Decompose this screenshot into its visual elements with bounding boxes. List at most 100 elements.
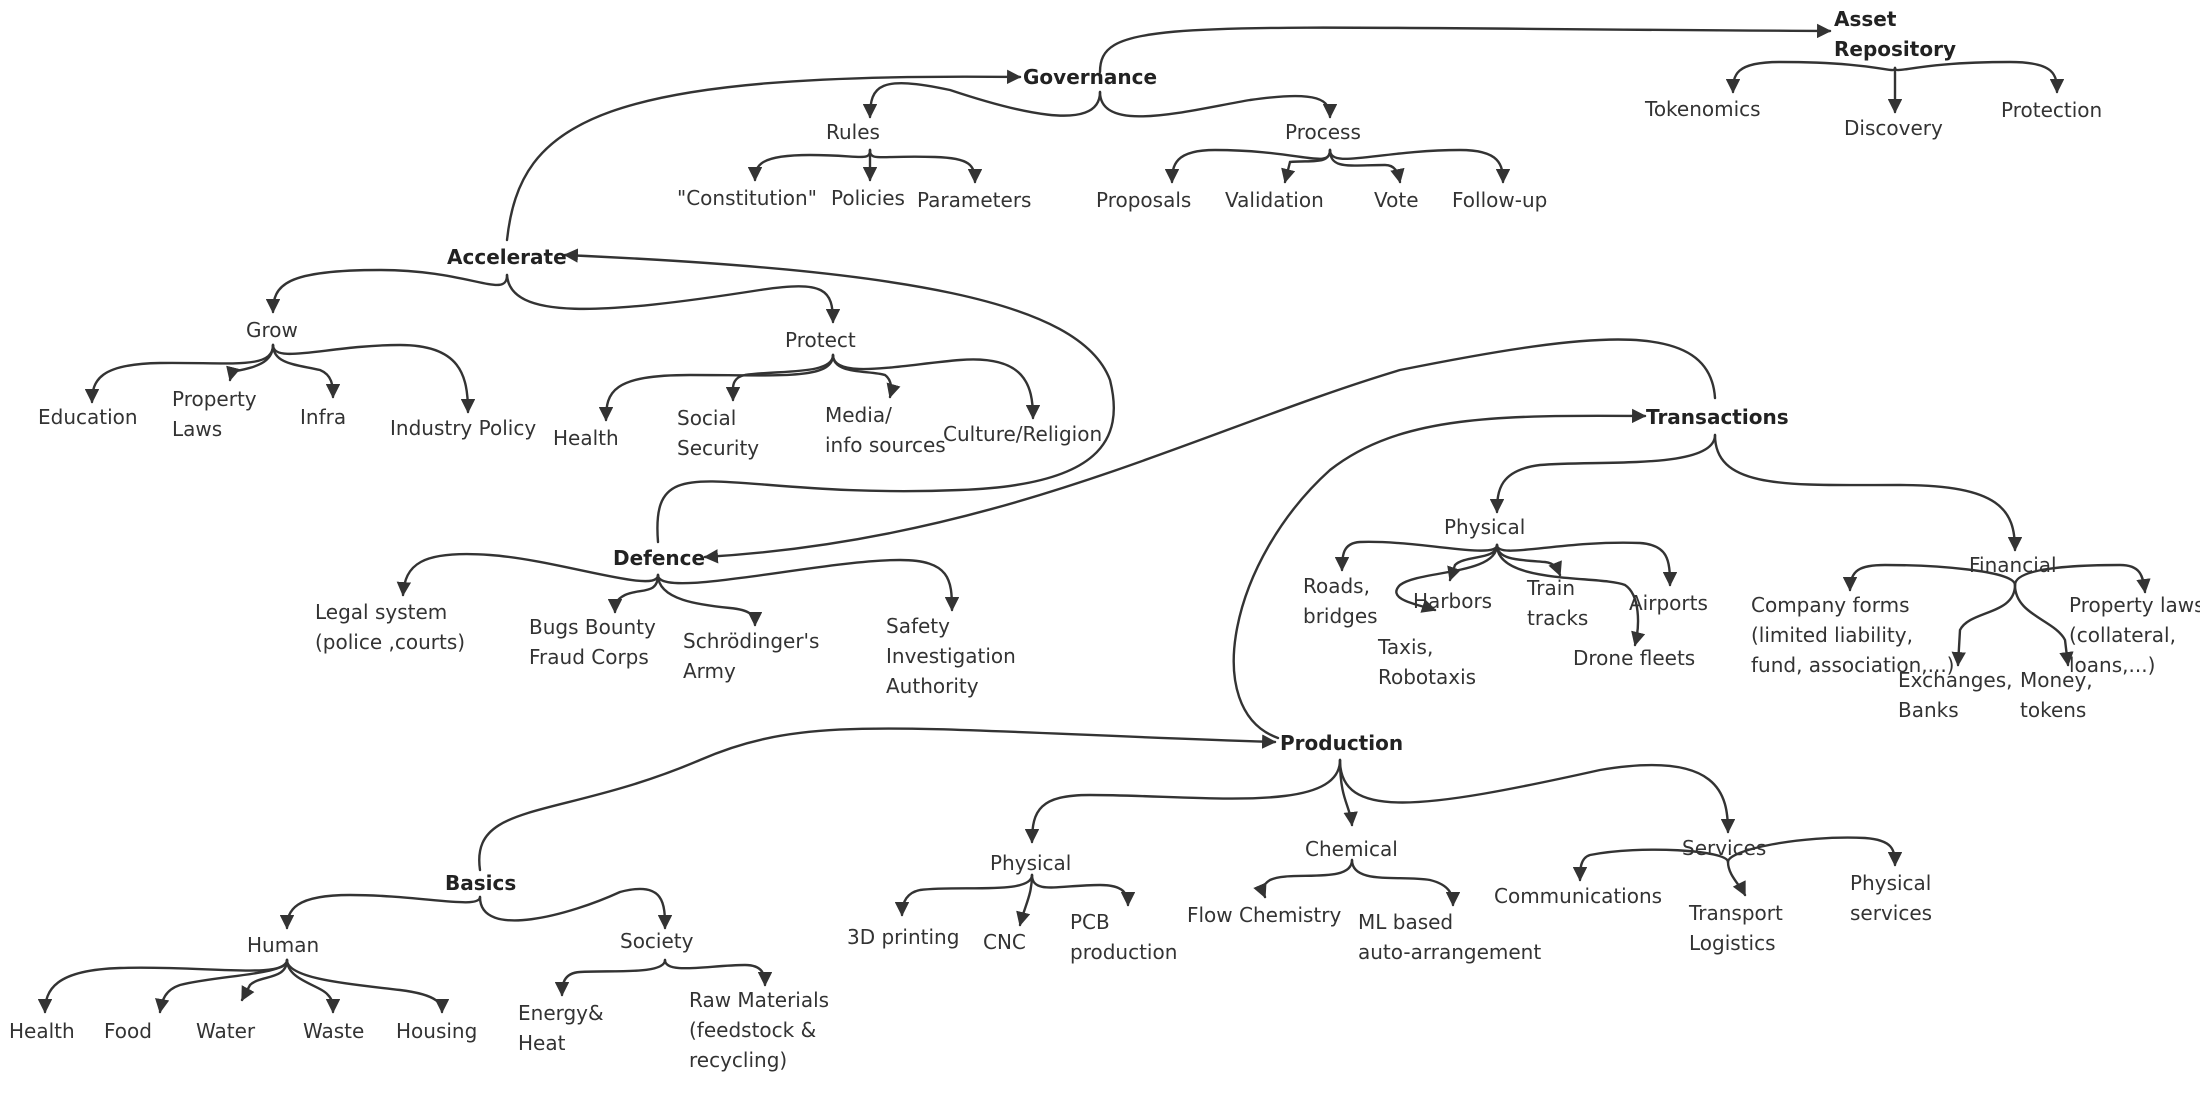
edge-physical-taxis xyxy=(1395,543,1499,613)
edge-human-housing xyxy=(285,958,450,1014)
edge-human-water xyxy=(240,958,289,1002)
node-governance: Governance xyxy=(1023,65,1158,89)
edge-services-physical-services xyxy=(1726,836,1903,867)
node-infra: Infra xyxy=(300,405,347,429)
edge-process-vote xyxy=(1328,148,1405,184)
node-health-protect: Health xyxy=(553,426,619,450)
edge-defence-accelerate xyxy=(563,248,1115,544)
node-services: Services xyxy=(1682,836,1767,860)
edge-defence-legal-system xyxy=(396,552,660,597)
node-property-laws-fin: Property laws (collateral, loans,...) xyxy=(2069,593,2200,677)
edge-chemical-ml xyxy=(1350,858,1461,907)
edge-defence-bugs-bounty xyxy=(607,573,660,614)
edge-production-services xyxy=(1338,758,1736,834)
edge-basics-human xyxy=(279,893,482,930)
node-accelerate: Accelerate xyxy=(447,245,567,269)
node-constitution: "Constitution" xyxy=(677,186,817,210)
node-cnc: CNC xyxy=(983,930,1026,954)
node-physical-services: Physical services xyxy=(1850,871,1933,925)
edge-protect-social-security xyxy=(725,353,835,402)
node-taxis: Taxis, Robotaxis xyxy=(1378,635,1477,689)
edge-rules-constitution xyxy=(747,148,872,182)
edge-human-waste xyxy=(285,958,341,1014)
edge-defence-safety xyxy=(656,558,960,612)
edge-production-transactions xyxy=(1232,408,1647,740)
node-3d-printing: 3D printing xyxy=(847,925,960,949)
node-asset-repository: Asset Repository xyxy=(1834,7,1956,61)
edge-chemical-flow xyxy=(1253,858,1354,899)
edge-grow-infra xyxy=(271,343,341,399)
node-tokenomics: Tokenomics xyxy=(1645,97,1761,121)
edge-accelerate-governance xyxy=(505,69,1022,242)
edge-physical-3d xyxy=(894,873,1034,917)
node-culture-religion: Culture/Religion xyxy=(943,422,1103,446)
node-flow-chemistry: Flow Chemistry xyxy=(1187,903,1342,927)
edge-financial-company-forms xyxy=(1842,563,2017,592)
node-education: Education xyxy=(38,405,138,429)
node-protect: Protect xyxy=(785,328,856,352)
edge-governance-process xyxy=(1098,90,1338,119)
node-basics: Basics xyxy=(445,871,517,895)
node-housing: Housing xyxy=(396,1019,478,1043)
edge-basics-production xyxy=(478,727,1277,872)
node-transactions: Transactions xyxy=(1646,405,1789,429)
node-exchanges-banks: Exchanges, Banks xyxy=(1898,668,2013,722)
node-train-tracks: Train tracks xyxy=(1527,576,1589,630)
edge-protect-health xyxy=(598,353,835,422)
edge-basics-society xyxy=(478,887,673,930)
edge-transactions-financial xyxy=(1713,433,2023,552)
node-legal-system: Legal system (police ,courts) xyxy=(315,600,466,654)
node-waste: Waste xyxy=(303,1019,365,1043)
edge-accelerate-protect xyxy=(505,273,841,324)
node-ml-based: ML based auto-arrangement xyxy=(1358,910,1542,964)
node-property-laws: Property Laws xyxy=(172,387,257,441)
node-safety: Safety Investigation Authority xyxy=(886,614,1016,698)
node-water: Water xyxy=(196,1019,256,1043)
node-policies: Policies xyxy=(831,186,905,210)
node-physical-prod: Physical xyxy=(990,851,1072,875)
node-energy-heat: Energy& Heat xyxy=(518,1001,604,1055)
node-protection: Protection xyxy=(2001,98,2103,122)
node-money-tokens: Money, tokens xyxy=(2020,668,2093,722)
node-roads-bridges: Roads, bridges xyxy=(1303,574,1378,628)
edge-physical-pcb xyxy=(1030,873,1136,907)
node-discovery: Discovery xyxy=(1844,116,1943,140)
edge-grow-education xyxy=(84,343,275,404)
edge-transactions-physical xyxy=(1489,433,1717,514)
node-grow: Grow xyxy=(246,318,298,342)
edge-physical-airports xyxy=(1495,541,1678,587)
edge-grow-industry-policy xyxy=(271,343,476,414)
edge-human-food xyxy=(155,958,289,1014)
node-health-human: Health xyxy=(9,1019,75,1043)
node-production: Production xyxy=(1280,731,1404,755)
edge-physical-drone xyxy=(1495,543,1646,647)
edge-asset-repository-protection xyxy=(1893,60,2065,94)
edge-services-transport xyxy=(1726,860,1747,897)
node-drone-fleets: Drone fleets xyxy=(1573,646,1696,670)
node-bugs-bounty: Bugs Bounty Fraud Corps xyxy=(529,615,656,669)
edge-society-energy xyxy=(554,958,667,997)
edge-financial-money xyxy=(2013,583,2074,667)
edge-financial-exchanges xyxy=(1951,583,2017,667)
edge-protect-culture xyxy=(831,353,1041,420)
edge-grow-property-laws xyxy=(226,343,275,382)
node-rules: Rules xyxy=(826,120,880,144)
node-process: Process xyxy=(1285,120,1361,144)
node-airports: Airports xyxy=(1629,591,1708,615)
node-social-security: Social Security xyxy=(677,406,760,460)
node-physical-tx: Physical xyxy=(1444,515,1526,539)
node-industry-policy: Industry Policy xyxy=(390,416,537,440)
edge-governance-asset-repository xyxy=(1098,23,1832,74)
node-communications: Communications xyxy=(1494,884,1663,908)
node-proposals: Proposals xyxy=(1096,188,1192,212)
node-raw-materials: Raw Materials (feedstock & recycling) xyxy=(689,988,830,1072)
edge-services-communications xyxy=(1572,848,1730,882)
edge-asset-repository-tokenomics xyxy=(1725,60,1897,94)
node-food: Food xyxy=(104,1019,152,1043)
node-company-forms: Company forms (limited liability, fund, … xyxy=(1751,593,1955,677)
node-parameters: Parameters xyxy=(917,188,1032,212)
edge-society-raw-materials xyxy=(663,958,773,987)
